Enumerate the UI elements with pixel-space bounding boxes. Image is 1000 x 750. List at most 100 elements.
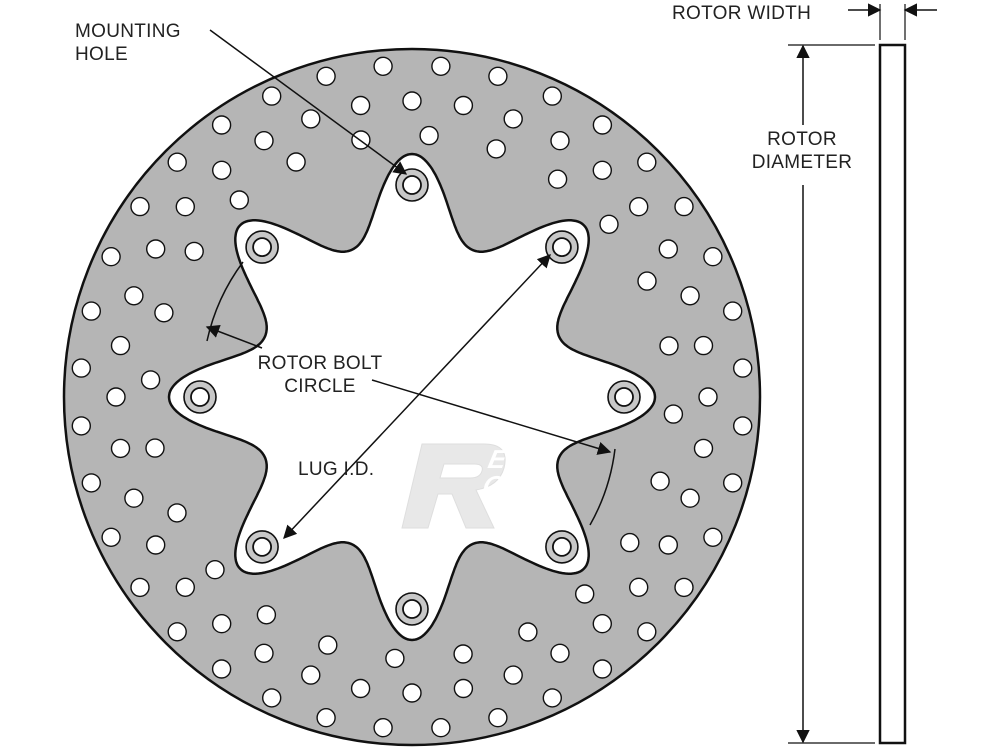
drilled-hole [698, 387, 718, 407]
drilled-hole [542, 688, 562, 708]
drilled-hole [286, 152, 306, 172]
drilled-hole [301, 109, 321, 129]
drilled-hole [723, 473, 743, 493]
drilled-hole [130, 577, 150, 598]
drilled-hole [316, 66, 336, 87]
watermark-text: ED OINT [480, 444, 553, 500]
drilled-hole [592, 614, 612, 634]
drilled-hole [106, 387, 126, 407]
drilled-hole [486, 139, 506, 159]
drilled-hole [262, 86, 282, 106]
mounting-hole [545, 230, 579, 264]
drilled-hole [402, 91, 422, 111]
drilled-hole [140, 370, 161, 390]
drilled-hole [637, 152, 657, 172]
label-mounting-hole: MOUNTING HOLE [75, 21, 181, 65]
drilled-hole [723, 301, 743, 321]
drilled-hole [693, 335, 714, 356]
drilled-hole [175, 196, 196, 217]
mounting-hole [395, 592, 429, 626]
drilled-hole [674, 577, 694, 598]
mounting-hole-leader [209, 29, 408, 175]
drilled-hole [550, 643, 570, 663]
drilled-hole [167, 152, 187, 172]
drilled-hole [703, 527, 723, 547]
drilled-hole [211, 160, 232, 181]
drilled-hole [637, 271, 657, 291]
drilled-hole [211, 659, 232, 679]
drilled-hole [629, 577, 649, 597]
rotor-disc [62, 47, 762, 747]
drilled-hole [262, 688, 282, 708]
mounting-hole [183, 380, 217, 414]
drilled-hole [542, 86, 562, 106]
drilled-hole [488, 66, 508, 87]
drilled-hole [592, 115, 613, 135]
drilled-hole [211, 115, 232, 135]
drilled-hole [402, 683, 422, 703]
drilled-hole [110, 438, 131, 459]
drilled-hole [550, 130, 570, 151]
drilled-hole [145, 438, 165, 458]
drilled-hole [145, 535, 166, 555]
drilled-hole [301, 665, 321, 685]
drilled-hole [503, 109, 523, 129]
drilled-hole [453, 644, 473, 664]
drilled-hole [592, 659, 613, 679]
drilled-hole [205, 560, 225, 580]
drilled-hole [620, 532, 640, 553]
drilled-hole [629, 196, 649, 217]
rotor-face [62, 47, 762, 747]
drilled-hole [658, 535, 678, 555]
drilled-hole [81, 301, 102, 321]
drilled-hole [453, 95, 474, 116]
drilled-hole [599, 214, 619, 235]
mounting-holes [183, 168, 641, 626]
mounting-hole [395, 168, 429, 202]
drilled-hole [658, 239, 678, 259]
drilled-hole [350, 95, 371, 116]
drilled-hole [680, 286, 700, 306]
drilled-hole [733, 358, 753, 378]
label-rotor-diameter: ROTOR DIAMETER [751, 129, 853, 173]
drilled-hole [703, 247, 723, 267]
watermark-r-logo [401, 443, 506, 529]
mounting-hole [545, 530, 579, 564]
drilled-hole [693, 438, 714, 459]
drilled-hole [592, 160, 612, 181]
drilled-hole [211, 614, 232, 634]
drilled-hole [175, 577, 196, 597]
bolt-circle-arc-right [589, 448, 616, 526]
bolt-circle-leader-left [205, 325, 263, 349]
rotor-side-view [878, 43, 907, 745]
label-rotor-width: ROTOR WIDTH [672, 3, 812, 24]
drilled-hole [256, 605, 277, 625]
mounting-hole [245, 230, 279, 264]
drilled-hole [453, 678, 474, 699]
drilled-hole [184, 241, 204, 262]
drilled-hole [419, 125, 439, 146]
drilled-hole [385, 648, 405, 669]
drilled-hole [130, 196, 150, 217]
drilled-hole [663, 404, 684, 424]
drilled-hole [101, 527, 121, 547]
drilled-hole [101, 247, 121, 267]
drilled-hole [124, 488, 144, 508]
drilled-hole [318, 635, 338, 655]
drilled-hole [254, 130, 274, 151]
label-lug-id: LUG I.D. [298, 459, 375, 480]
drilled-hole [124, 286, 144, 306]
drilled-hole [373, 718, 393, 738]
drilled-hole [650, 471, 670, 491]
drilled-hole [659, 336, 679, 356]
drilled-hole [680, 488, 700, 508]
drilled-hole [229, 190, 250, 210]
mounting-hole [607, 380, 641, 414]
label-rotor-bolt-circle: ROTOR BOLT CIRCLE [257, 353, 383, 397]
drilled-hole [503, 665, 523, 685]
drilled-hole [254, 643, 274, 663]
drilled-hole [575, 584, 595, 604]
lug-id-leader [283, 254, 551, 539]
drilled-hole [71, 416, 92, 436]
